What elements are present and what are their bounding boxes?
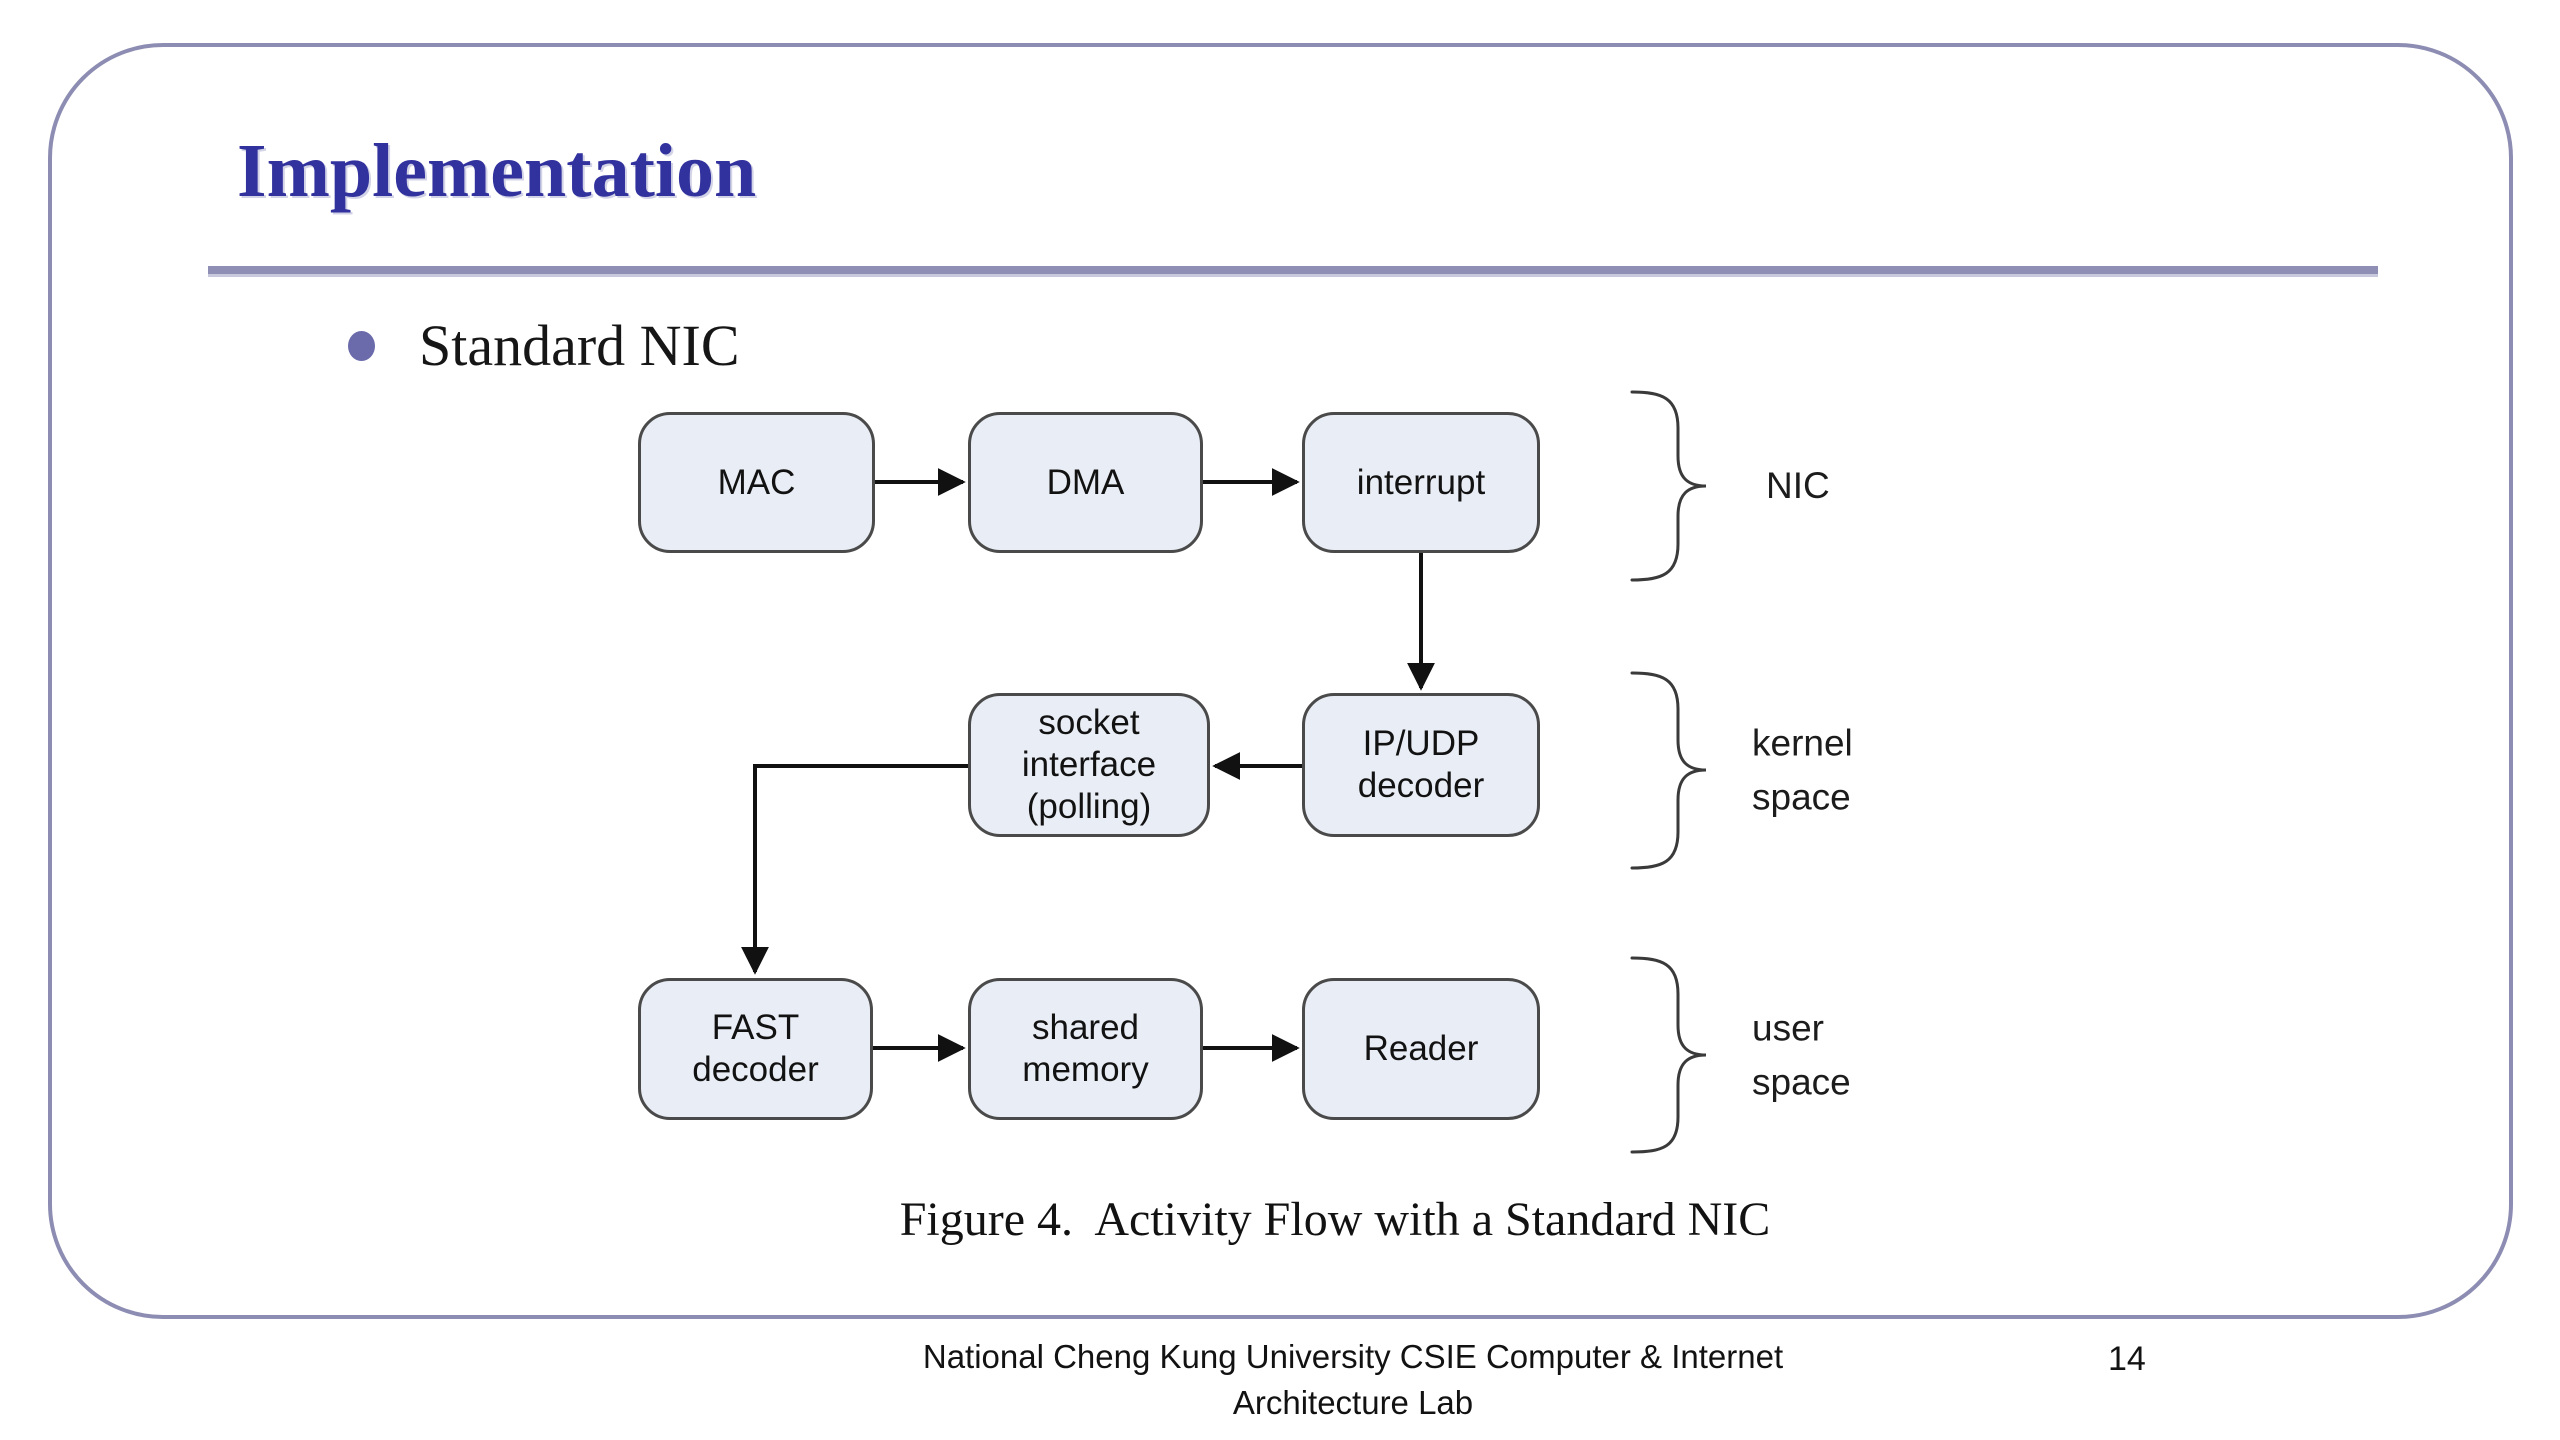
footer-text: National Cheng Kung University CSIE Comp… xyxy=(922,1338,1784,1421)
group-label-user-space: user space xyxy=(1752,1007,1851,1102)
page-title: Implementation xyxy=(237,129,757,213)
group-label-kernel-space: kernel space xyxy=(1752,722,1853,817)
bullet-label: Standard NIC xyxy=(419,313,740,378)
flow-node-interrupt: interrupt xyxy=(1302,412,1540,553)
group-label-nic: NIC xyxy=(1766,465,1830,507)
slide-border xyxy=(48,43,2513,1319)
flow-node-dma: DMA xyxy=(968,412,1203,553)
bullet-icon xyxy=(348,330,375,361)
flow-node-ipudp-decoder: IP/UDP decoder xyxy=(1302,693,1540,837)
bullet-item: Standard NIC xyxy=(348,312,740,379)
flow-node-socket-interface: socket interface (polling) xyxy=(968,693,1210,837)
title-divider xyxy=(208,266,2378,277)
flow-node-mac: MAC xyxy=(638,412,875,553)
flow-node-shared-memory: shared memory xyxy=(968,978,1203,1120)
figure-caption: Figure 4. Activity Flow with a Standard … xyxy=(899,1193,1771,1246)
page-number: 14 xyxy=(2108,1340,2146,1378)
flow-node-reader: Reader xyxy=(1302,978,1540,1120)
flow-node-fast-decoder: FAST decoder xyxy=(638,978,873,1120)
